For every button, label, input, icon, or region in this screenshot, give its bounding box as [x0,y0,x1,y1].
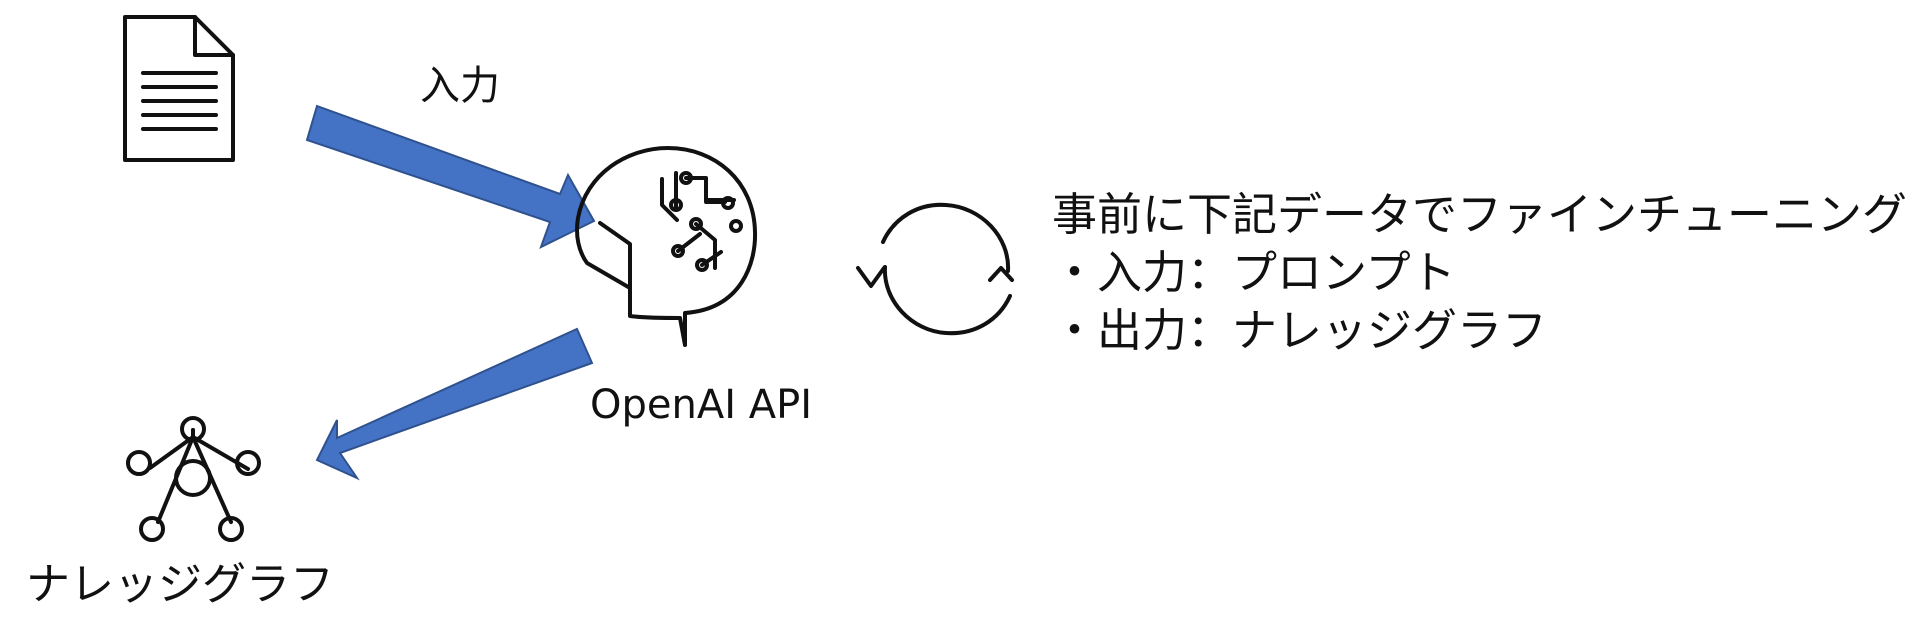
knowledge-graph-label: ナレッジグラフ [26,559,334,610]
finetune-description: 事前に下記データでファインチューニング ・入力：プロンプト ・出力：ナレッジグラ… [1052,186,1907,360]
finetune-input-line: ・入力：プロンプト [1052,246,1456,299]
refresh-cycle-icon [856,202,1014,336]
input-label: 入力 [420,63,500,109]
finetune-title: 事前に下記データでファインチューニング [1052,188,1908,241]
openai-api-label: OpenAI API [590,382,812,428]
ai-head-icon [575,146,758,347]
document-icon [123,15,235,162]
output-arrow [315,327,594,481]
knowledge-graph-icon [126,416,261,542]
finetune-output-line: ・出力：ナレッジグラフ [1052,304,1548,357]
input-arrow [305,104,596,249]
